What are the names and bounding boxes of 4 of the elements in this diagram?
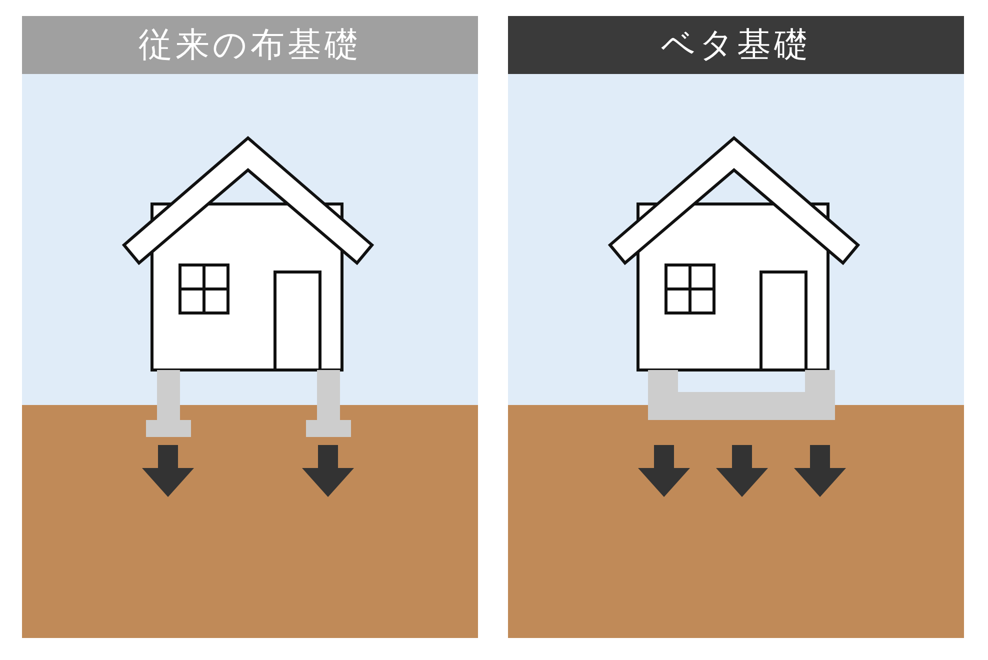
heading: 従来の布基礎 <box>138 24 362 67</box>
heading: ベタ基礎 <box>661 24 811 67</box>
heading-bar <box>508 16 964 74</box>
heading-bar <box>22 16 478 74</box>
